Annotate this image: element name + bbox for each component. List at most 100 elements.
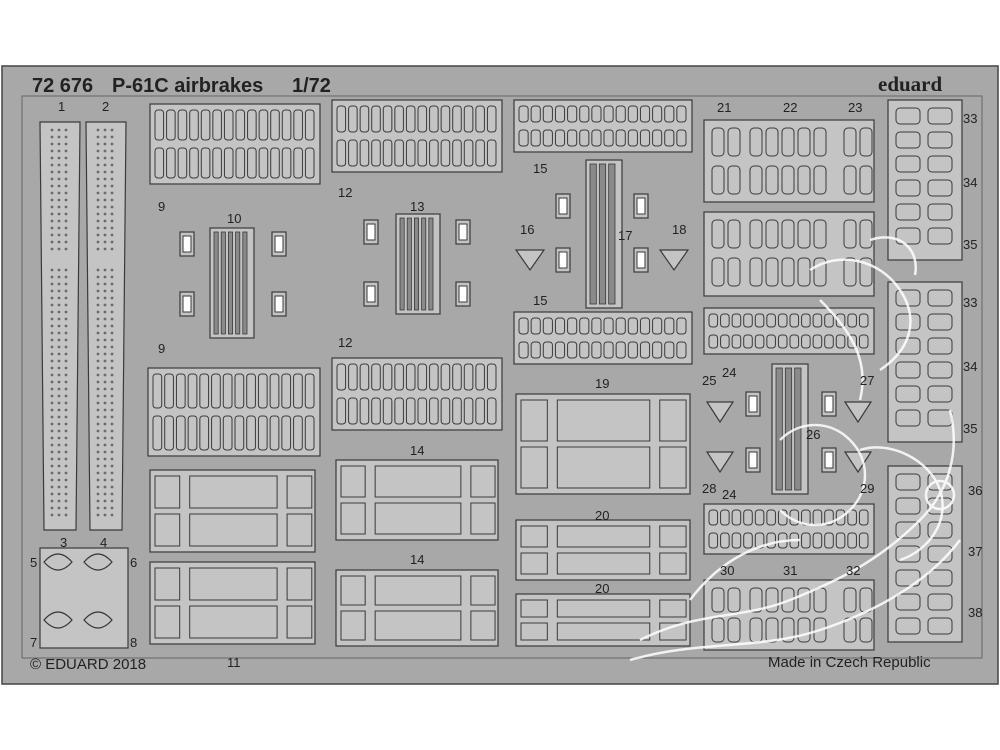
perforation-hole	[64, 142, 68, 146]
perforation-hole	[96, 128, 100, 132]
louver-slot	[518, 317, 529, 335]
perforation-hole	[57, 240, 61, 244]
pill-slot	[843, 587, 857, 613]
rib	[406, 217, 412, 311]
louver-slot	[475, 363, 485, 391]
perforation-hole	[64, 492, 68, 496]
perforation-hole	[64, 247, 68, 251]
part-number-5: 5	[30, 555, 38, 570]
part-number-38: 38	[968, 605, 983, 620]
perforation-hole	[57, 366, 61, 370]
pill-slot	[859, 617, 873, 643]
perforation-hole	[57, 457, 61, 461]
louver-slot	[177, 109, 188, 141]
louver-slot	[281, 415, 292, 451]
window-cutout	[556, 622, 651, 641]
part-number-34-bottom: 34	[963, 359, 978, 374]
louver-slot	[554, 129, 566, 147]
rib	[608, 163, 616, 305]
louver-slot	[417, 397, 428, 425]
louver-slot	[348, 105, 358, 133]
louver-slot	[417, 105, 428, 133]
perforation-hole	[64, 443, 68, 447]
perforation-hole	[64, 401, 68, 405]
rib	[213, 231, 219, 335]
pill-slot	[727, 257, 741, 287]
perforation-hole	[64, 450, 68, 454]
perforation-hole	[50, 506, 54, 510]
perforation-hole	[57, 184, 61, 188]
pill-slot	[895, 545, 921, 563]
perforation-hole	[57, 282, 61, 286]
window-cutout	[520, 446, 548, 489]
perforation-hole	[110, 345, 114, 349]
perforation-hole	[103, 247, 107, 251]
perforation-hole	[96, 240, 100, 244]
pill-slot	[781, 165, 795, 195]
perforation-hole	[110, 289, 114, 293]
perforation-hole	[103, 401, 107, 405]
window-cutout	[470, 502, 496, 535]
airbrake-strips-1-2	[39, 121, 129, 649]
perforation-hole	[96, 310, 100, 314]
louver-slot	[591, 317, 602, 335]
perforation-hole	[64, 191, 68, 195]
perforation-hole	[57, 443, 61, 447]
perforation-hole	[50, 177, 54, 181]
perforation-hole	[50, 345, 54, 349]
louver-slot	[463, 105, 474, 133]
louver-slot	[542, 129, 553, 147]
perforation-hole	[103, 345, 107, 349]
pill-slot	[711, 165, 725, 195]
perforation-hole	[57, 226, 61, 230]
louver-slot	[234, 373, 245, 409]
pill-slot	[927, 385, 953, 403]
hinge-slot	[636, 197, 646, 215]
perforation-hole	[96, 233, 100, 237]
perforation-hole	[96, 464, 100, 468]
hinge-slot	[748, 395, 758, 413]
perforation-hole	[96, 198, 100, 202]
perforation-hole	[110, 198, 114, 202]
perforation-hole	[50, 212, 54, 216]
louver-slot	[222, 373, 233, 409]
perforation-hole	[103, 170, 107, 174]
louver-slot	[440, 139, 451, 167]
pill-slot	[749, 165, 763, 195]
louver-slot	[708, 532, 719, 549]
part-number-27: 27	[860, 373, 875, 388]
pill-slot	[749, 127, 763, 157]
part-number-16: 16	[520, 222, 535, 237]
louver-slot	[591, 129, 602, 147]
louver-slot	[257, 373, 268, 409]
perforation-hole	[57, 310, 61, 314]
pill-slot	[797, 127, 811, 157]
louver-slot	[835, 313, 846, 328]
perforation-hole	[50, 149, 54, 153]
perforation-hole	[110, 135, 114, 139]
pill-slot	[859, 165, 873, 195]
louver-slot	[835, 532, 846, 549]
perforation-hole	[96, 177, 100, 181]
louver-slot	[394, 105, 404, 133]
perforation-hole	[103, 499, 107, 503]
window-cutout	[340, 502, 366, 535]
perforation-hole	[96, 149, 100, 153]
perforation-hole	[50, 275, 54, 279]
window-cutout	[520, 622, 548, 641]
louver-slot	[199, 415, 210, 451]
pill-slot	[781, 127, 795, 157]
airbrake-column-15-20	[513, 99, 693, 647]
perforation-hole	[96, 471, 100, 475]
perforation-hole	[57, 485, 61, 489]
pill-slot	[765, 617, 779, 643]
perforation-hole	[110, 142, 114, 146]
louver-slot	[731, 509, 742, 526]
part-number-21: 21	[717, 100, 732, 115]
window-cutout	[520, 552, 548, 575]
pill-slot	[895, 409, 921, 427]
perforation-hole	[50, 485, 54, 489]
pill-slot	[895, 569, 921, 587]
perforation-hole	[50, 317, 54, 321]
louver-slot	[429, 397, 439, 425]
